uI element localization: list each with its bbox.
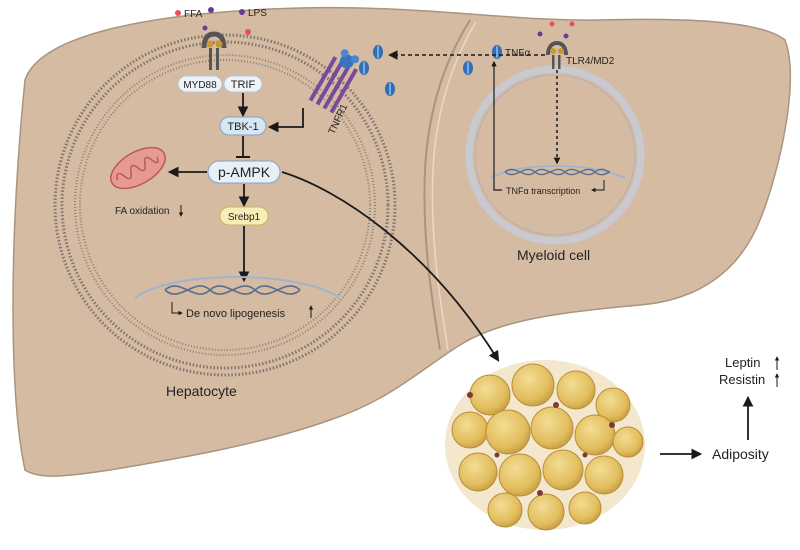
de-novo-label: De novo lipogenesis <box>186 308 286 320</box>
mitochondria-icon <box>110 146 166 190</box>
svg-text:Srebp1: Srebp1 <box>228 212 261 223</box>
tlr4-md2-label: TLR4/MD2 <box>566 56 615 67</box>
liver-body <box>12 6 791 477</box>
arrow-pampk-adipose <box>281 171 500 362</box>
ffa-dot <box>245 29 251 35</box>
fa-oxidation-label: FA oxidation <box>115 206 169 217</box>
tnfa-transcription-arrow <box>591 180 605 193</box>
myeloid-cell-inner <box>474 74 636 236</box>
tnfr1-receptor-icon <box>308 49 360 114</box>
hepatocyte-label: Hepatocyte <box>166 383 237 399</box>
svg-text:MYD88: MYD88 <box>183 80 217 91</box>
tlr4-receptor-icon <box>201 31 227 70</box>
lps-dot <box>202 25 208 31</box>
srebp1-node: Srebp1 <box>219 206 269 226</box>
hepatocyte-nucleus-outer <box>74 54 376 356</box>
tbk1-node: TBK-1 <box>219 116 267 136</box>
myeloid-cell-label: Myeloid cell <box>517 247 590 263</box>
ffa-dot <box>175 10 181 16</box>
liver-lobe-groove <box>423 19 471 351</box>
trif-adapter: TRIF <box>223 75 263 93</box>
liver-lobe-groove-light <box>431 21 477 351</box>
svg-text:TBK-1: TBK-1 <box>227 121 258 133</box>
lps-dot <box>208 7 214 13</box>
ffa-dot <box>569 21 575 27</box>
hepatocyte-nucleus-inner <box>79 59 371 351</box>
leptin-label: Leptin <box>725 355 760 370</box>
arrow-transcription-tnfa <box>491 60 502 191</box>
adiposity-label: Adiposity <box>712 446 769 462</box>
hepatocyte-membrane-outer <box>53 33 397 377</box>
tnfa-label: TNFα <box>505 48 530 59</box>
tnfa-transcription-label: TNFα transcription <box>506 186 580 196</box>
myeloid-cell-outer <box>465 65 645 245</box>
svg-text:p-AMPK: p-AMPK <box>218 164 271 180</box>
lps-dot <box>537 31 543 37</box>
hepatocyte-dna-icon <box>134 276 341 299</box>
lps-dot <box>563 33 569 39</box>
arrow-tnfr1-tbk1 <box>267 108 304 133</box>
lps-dot <box>239 9 245 15</box>
myeloid-tlr4-receptor-icon <box>546 40 568 69</box>
ffa-label: FFA <box>184 9 203 20</box>
lps-label: LPS <box>248 8 267 19</box>
myd88-adapter: MYD88 <box>177 75 223 93</box>
resistin-label: Resistin <box>719 372 765 387</box>
adipose-tissue-icon <box>445 360 645 531</box>
transcription-arrow <box>171 302 183 316</box>
ffa-dot <box>549 21 555 27</box>
pampk-node: p-AMPK <box>207 160 281 184</box>
myeloid-dna-icon <box>489 165 626 179</box>
svg-text:TRIF: TRIF <box>231 79 256 91</box>
